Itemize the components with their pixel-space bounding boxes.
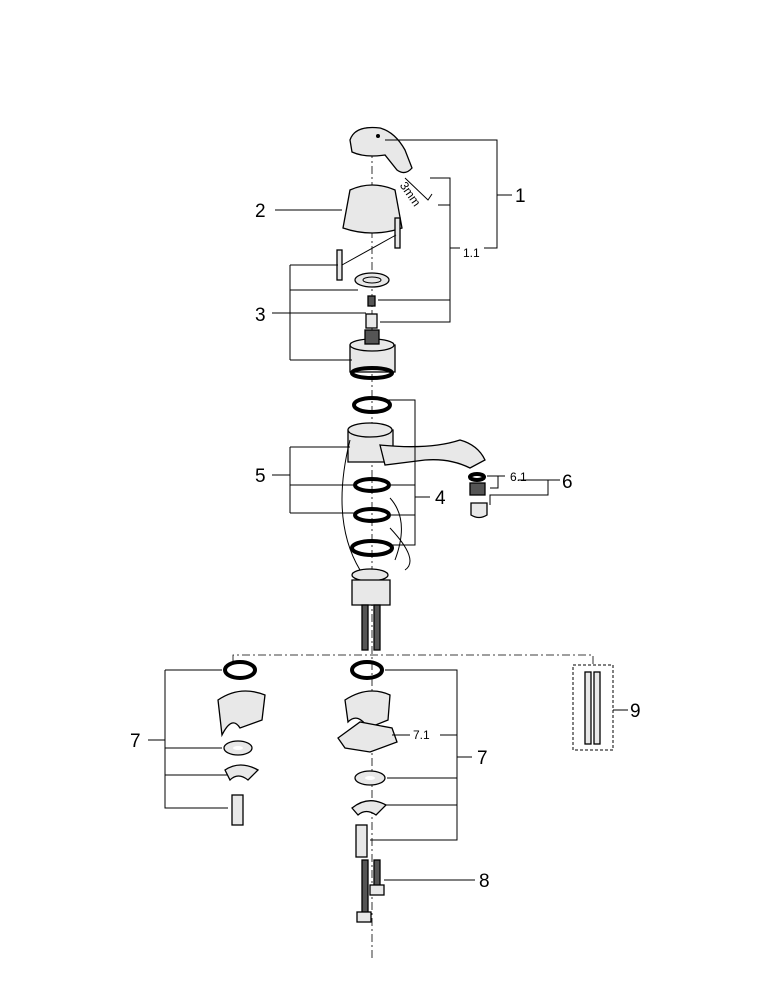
washer-1 <box>353 477 391 493</box>
label-part-7-right: 7 <box>477 748 488 769</box>
aerator <box>468 472 488 519</box>
label-part-3: 3 <box>255 305 266 326</box>
label-part-6: 6 <box>562 472 573 493</box>
label-part-7-1: 7.1 <box>413 728 430 742</box>
mounting-kit-left <box>217 660 266 826</box>
mounting-kit-right <box>337 660 398 858</box>
label-part-4: 4 <box>435 488 446 509</box>
cover-cap <box>342 184 403 234</box>
mounting-tool <box>572 664 614 751</box>
label-part-1-1: 1.1 <box>463 246 480 260</box>
allen-key: 3mm <box>397 177 433 209</box>
label-part-7-left: 7 <box>130 731 141 752</box>
label-part-2: 2 <box>255 201 266 222</box>
label-part-1: 1 <box>515 186 526 207</box>
lever-handle <box>349 126 413 174</box>
mounting-base <box>351 568 391 651</box>
o-ring-top <box>352 396 392 414</box>
screws-and-cartridge <box>336 217 401 380</box>
label-part-5: 5 <box>255 466 266 487</box>
label-part-6-1: 6.1 <box>510 470 527 484</box>
o-ring-3 <box>350 539 394 557</box>
label-part-9: 9 <box>630 701 641 722</box>
connection-hoses <box>356 859 385 923</box>
axis-connector <box>232 654 594 665</box>
label-part-8: 8 <box>479 871 490 892</box>
faucet-body-spout <box>347 422 486 469</box>
allen-key-size: 3mm <box>397 179 424 209</box>
